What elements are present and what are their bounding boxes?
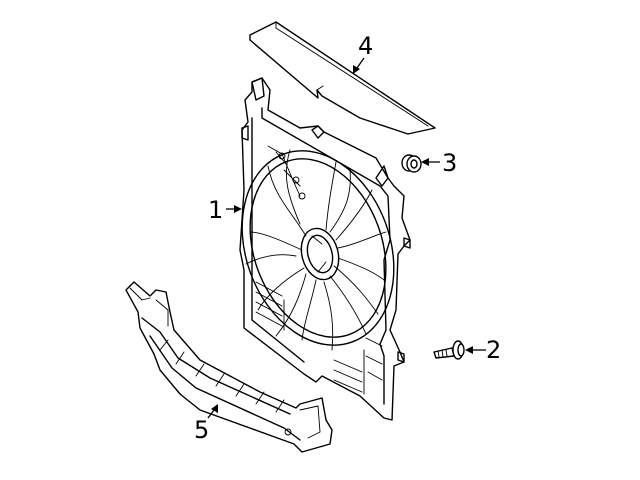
part-2-bolt bbox=[433, 340, 465, 360]
callout-5: 5 bbox=[194, 416, 209, 444]
callout-2: 2 bbox=[486, 336, 501, 364]
part-3-grommet bbox=[401, 154, 422, 173]
callout-arrows bbox=[207, 57, 486, 419]
part-1-fan-shroud bbox=[239, 77, 411, 421]
part-4-deflector bbox=[249, 21, 436, 135]
callout-3: 3 bbox=[442, 149, 457, 177]
callout-4: 4 bbox=[358, 32, 373, 60]
part-5-lower-bracket bbox=[125, 281, 333, 453]
callout-1: 1 bbox=[208, 196, 223, 224]
